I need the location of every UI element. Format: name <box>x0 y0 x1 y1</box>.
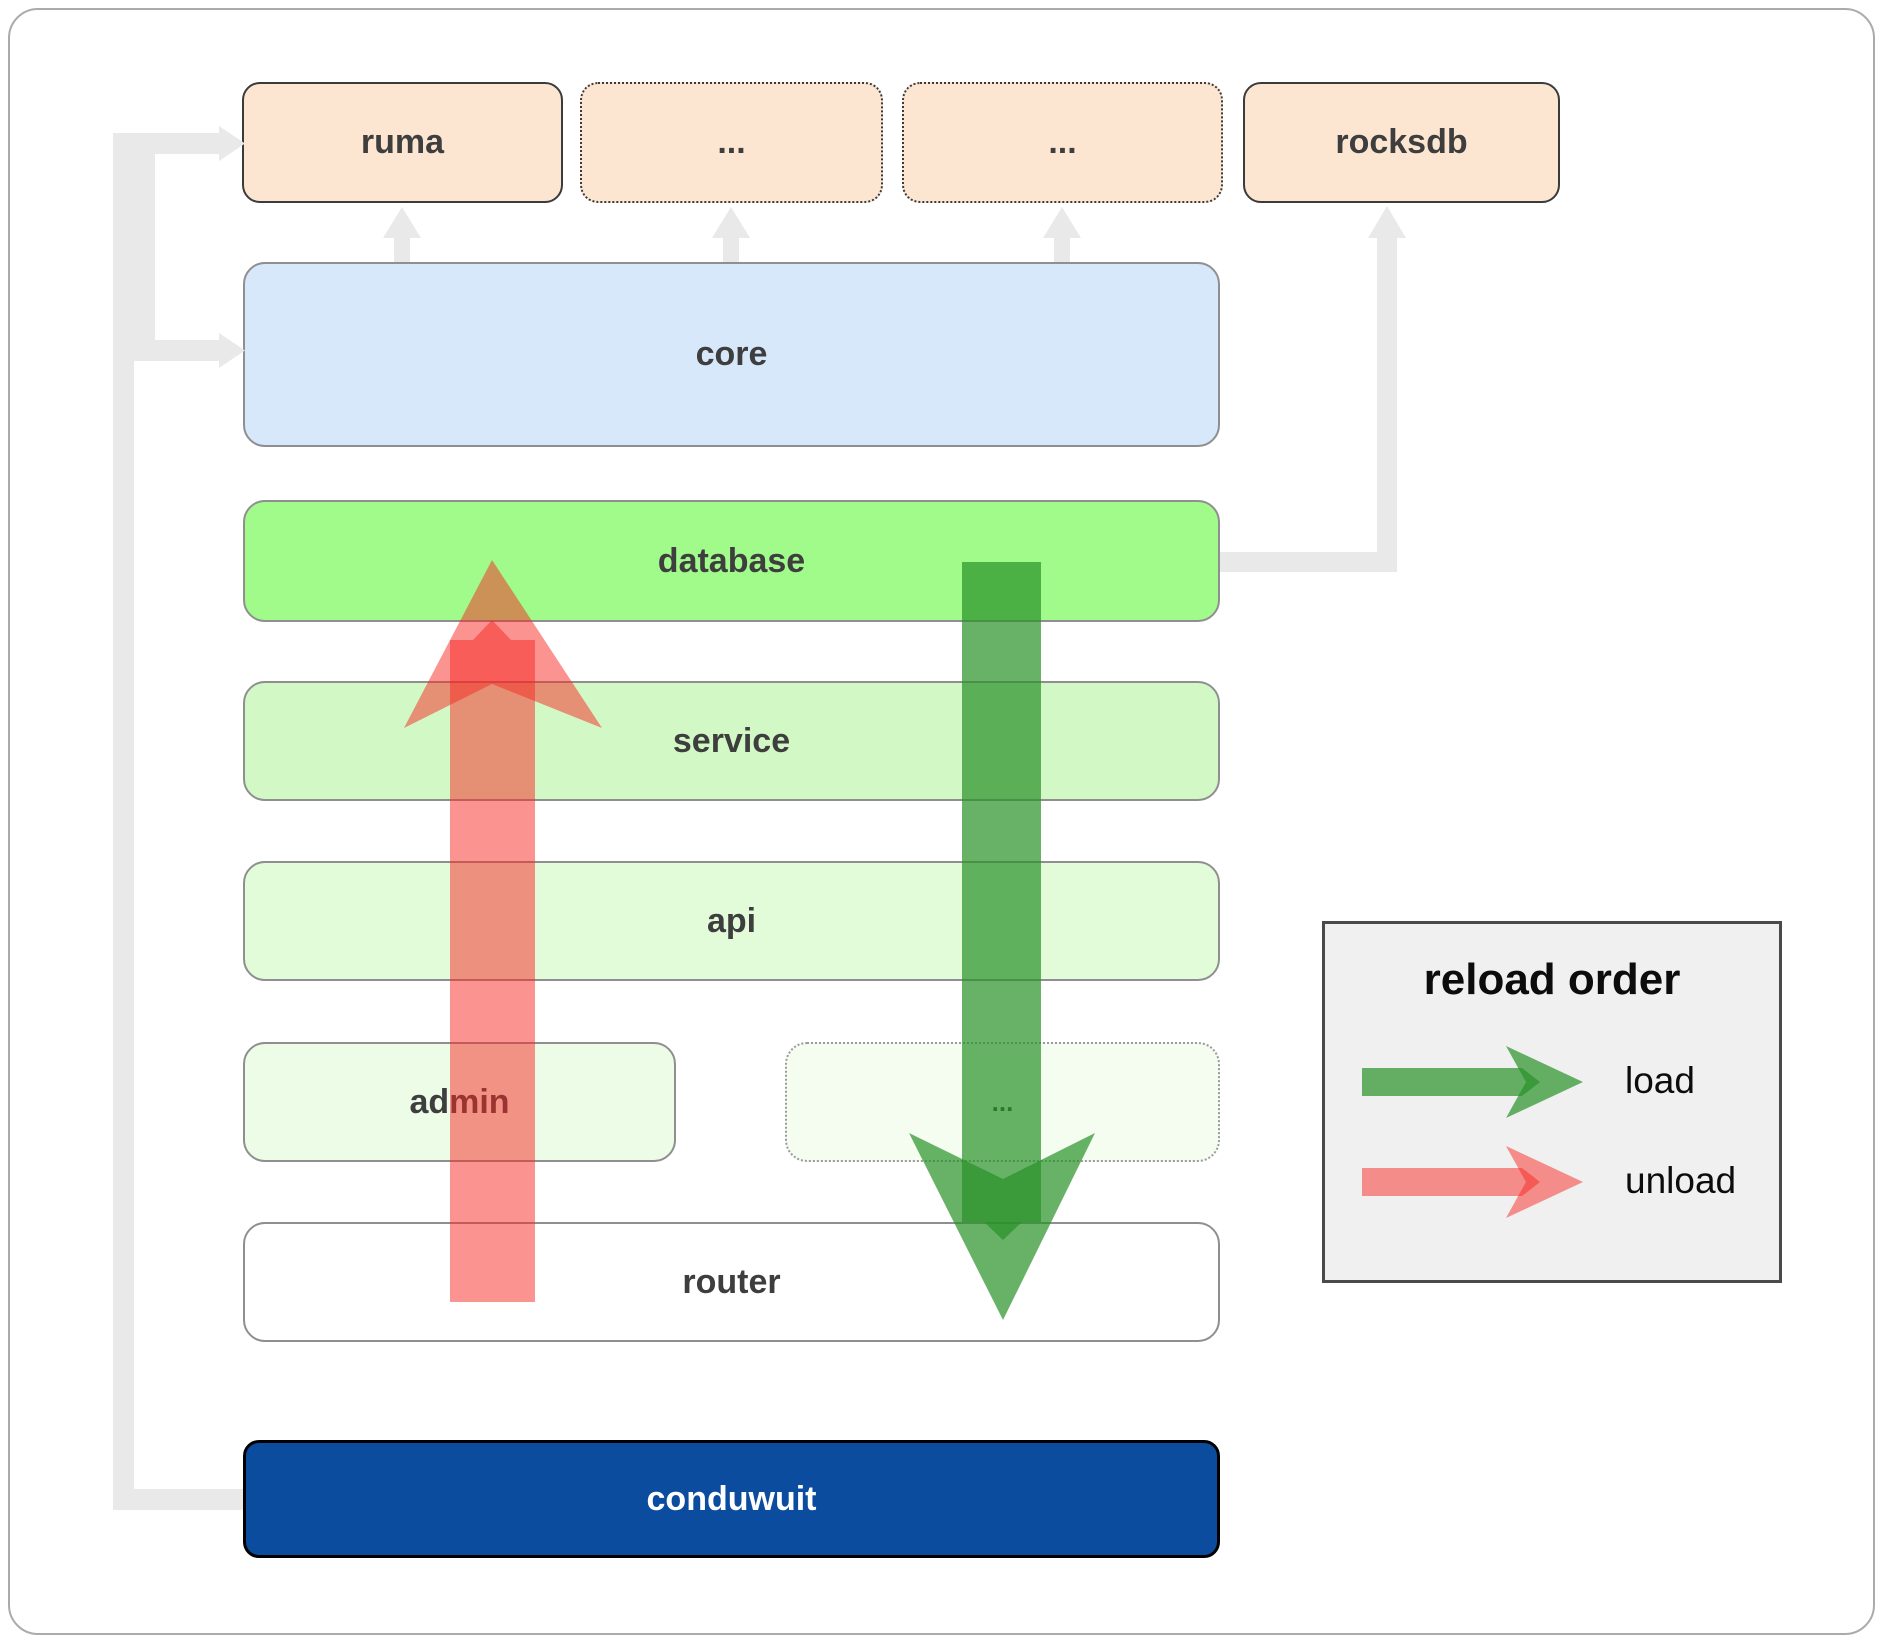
box-ellipsis-top-2: ... <box>902 82 1223 203</box>
box-ellipsis-top-1: ... <box>580 82 883 203</box>
box-rocksdb: rocksdb <box>1243 82 1560 203</box>
box-conduwuit: conduwuit <box>243 1440 1220 1558</box>
box-api: api <box>243 861 1220 981</box>
legend-title: reload order <box>1423 955 1681 1004</box>
outer-frame <box>8 8 1875 1635</box>
box-database: database <box>243 500 1220 622</box>
box-ruma: ruma <box>242 82 563 203</box>
box-core: core <box>243 262 1220 447</box>
box-router: router <box>243 1222 1220 1342</box>
box-ellipsis-admin: ... <box>785 1042 1220 1162</box>
box-admin: admin <box>243 1042 676 1162</box>
legend-unload-label: unload <box>1625 1160 1737 1201</box>
box-service: service <box>243 681 1220 801</box>
legend-load-label: load <box>1625 1060 1695 1101</box>
